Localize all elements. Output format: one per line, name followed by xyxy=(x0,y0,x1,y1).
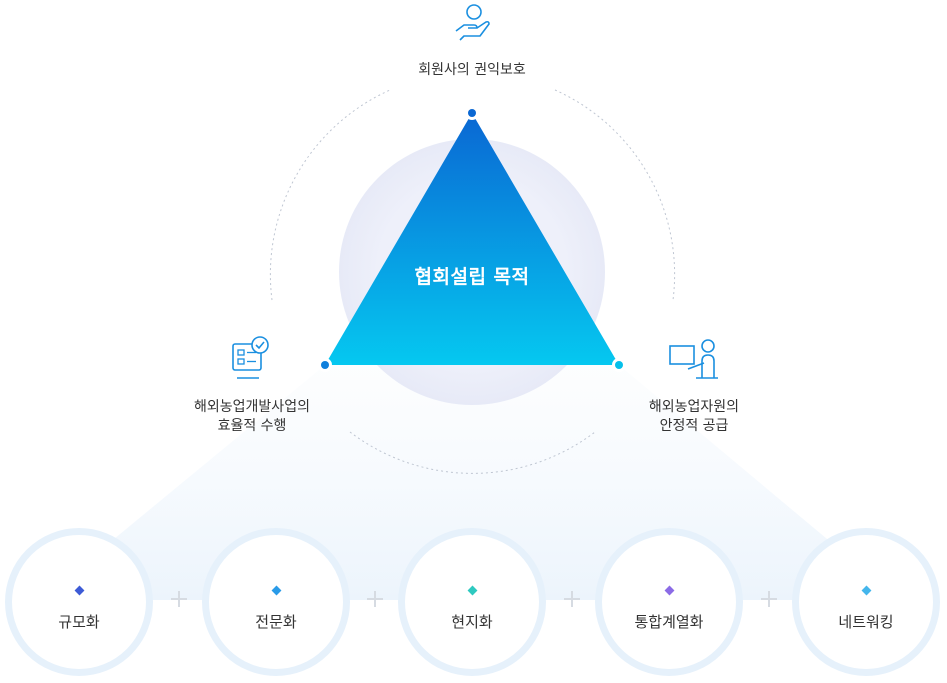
plus-icon xyxy=(761,591,777,607)
presenter-board-icon xyxy=(669,339,718,379)
plus-icon xyxy=(171,591,187,607)
diamond-icon xyxy=(664,585,674,596)
vertex-label-top: 회원사의 권익보호 xyxy=(418,62,526,78)
checklist-board-icon xyxy=(232,336,269,379)
dashed-orbit-bottom xyxy=(349,431,596,474)
strategy-label: 현지화 xyxy=(451,613,493,631)
purpose-triangle xyxy=(325,113,619,365)
diamond-icon xyxy=(74,585,84,596)
hand-person-icon xyxy=(455,4,490,41)
center-title: 협회설립 목적 xyxy=(414,266,530,288)
dashed-orbit-top-left xyxy=(269,89,391,301)
strategy-circle-integration: 통합계열화 xyxy=(595,528,743,676)
strategy-circle-localization: 현지화 xyxy=(398,528,546,676)
diamond-icon xyxy=(271,585,281,596)
dashed-orbit-top-right xyxy=(554,89,676,301)
strategy-label: 통합계열화 xyxy=(634,613,704,631)
strategy-label: 네트워킹 xyxy=(838,613,894,631)
strategy-circle-scale: 규모화 xyxy=(5,528,153,676)
plus-icon xyxy=(367,591,383,607)
vertex-label-right: 해외농업자원의 안정적 공급 xyxy=(648,399,740,434)
strategy-label: 전문화 xyxy=(255,613,297,631)
diamond-icon xyxy=(467,585,477,596)
plus-icon xyxy=(564,591,580,607)
strategy-circle-specialization: 전문화 xyxy=(202,528,350,676)
strategy-label: 규모화 xyxy=(58,613,100,631)
diamond-icon xyxy=(861,585,871,596)
strategy-circle-networking: 네트워킹 xyxy=(792,528,940,676)
vertex-label-left: 해외농업개발사업의 효율적 수행 xyxy=(194,399,310,434)
